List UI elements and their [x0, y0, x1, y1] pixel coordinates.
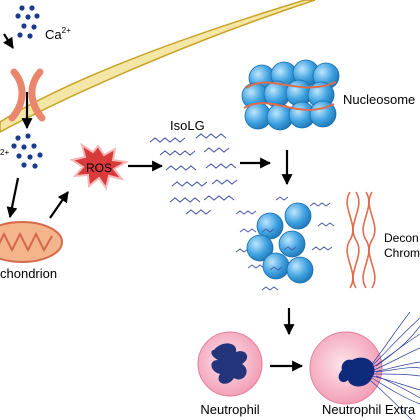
extracellular-trap-fibers [369, 311, 420, 420]
cell-membrane [0, 0, 316, 133]
ca-label-left: 2+ [0, 148, 9, 157]
ca-label-top: Ca2+ [45, 26, 71, 42]
ros-burst: ROS [69, 142, 129, 191]
dna-wrap [243, 81, 337, 111]
arrow-into-channel [3, 33, 14, 49]
neutrophil-cell [197, 331, 263, 397]
calcium-ions-bottom [11, 133, 43, 169]
arrow-to-mitochondrion [6, 177, 20, 219]
isolg-molecules [149, 133, 238, 215]
mitochondrion-label: chondrion [0, 266, 57, 281]
neutrophil-label: Neutrophil [200, 402, 259, 417]
calcium-ions-top [15, 5, 40, 39]
isolg-label: IsoLG [170, 118, 205, 133]
ros-label: ROS [86, 161, 112, 175]
mitochondrion [0, 221, 63, 263]
isolg-modified-nucleosomes [235, 196, 335, 291]
decondensed-chromatin [346, 191, 376, 289]
calcium-channel [8, 68, 46, 122]
net-releasing-neutrophil [309, 311, 420, 420]
nucleosome-label: Nucleosome [343, 92, 415, 107]
nucleosome-cluster [241, 59, 340, 131]
decondensed-label-line2: Chrom [384, 246, 420, 260]
arrow-mito-to-ros [49, 191, 69, 219]
decondensed-label-line1: Decon [384, 231, 419, 245]
net-label: Neutrophil Extra [322, 402, 416, 417]
